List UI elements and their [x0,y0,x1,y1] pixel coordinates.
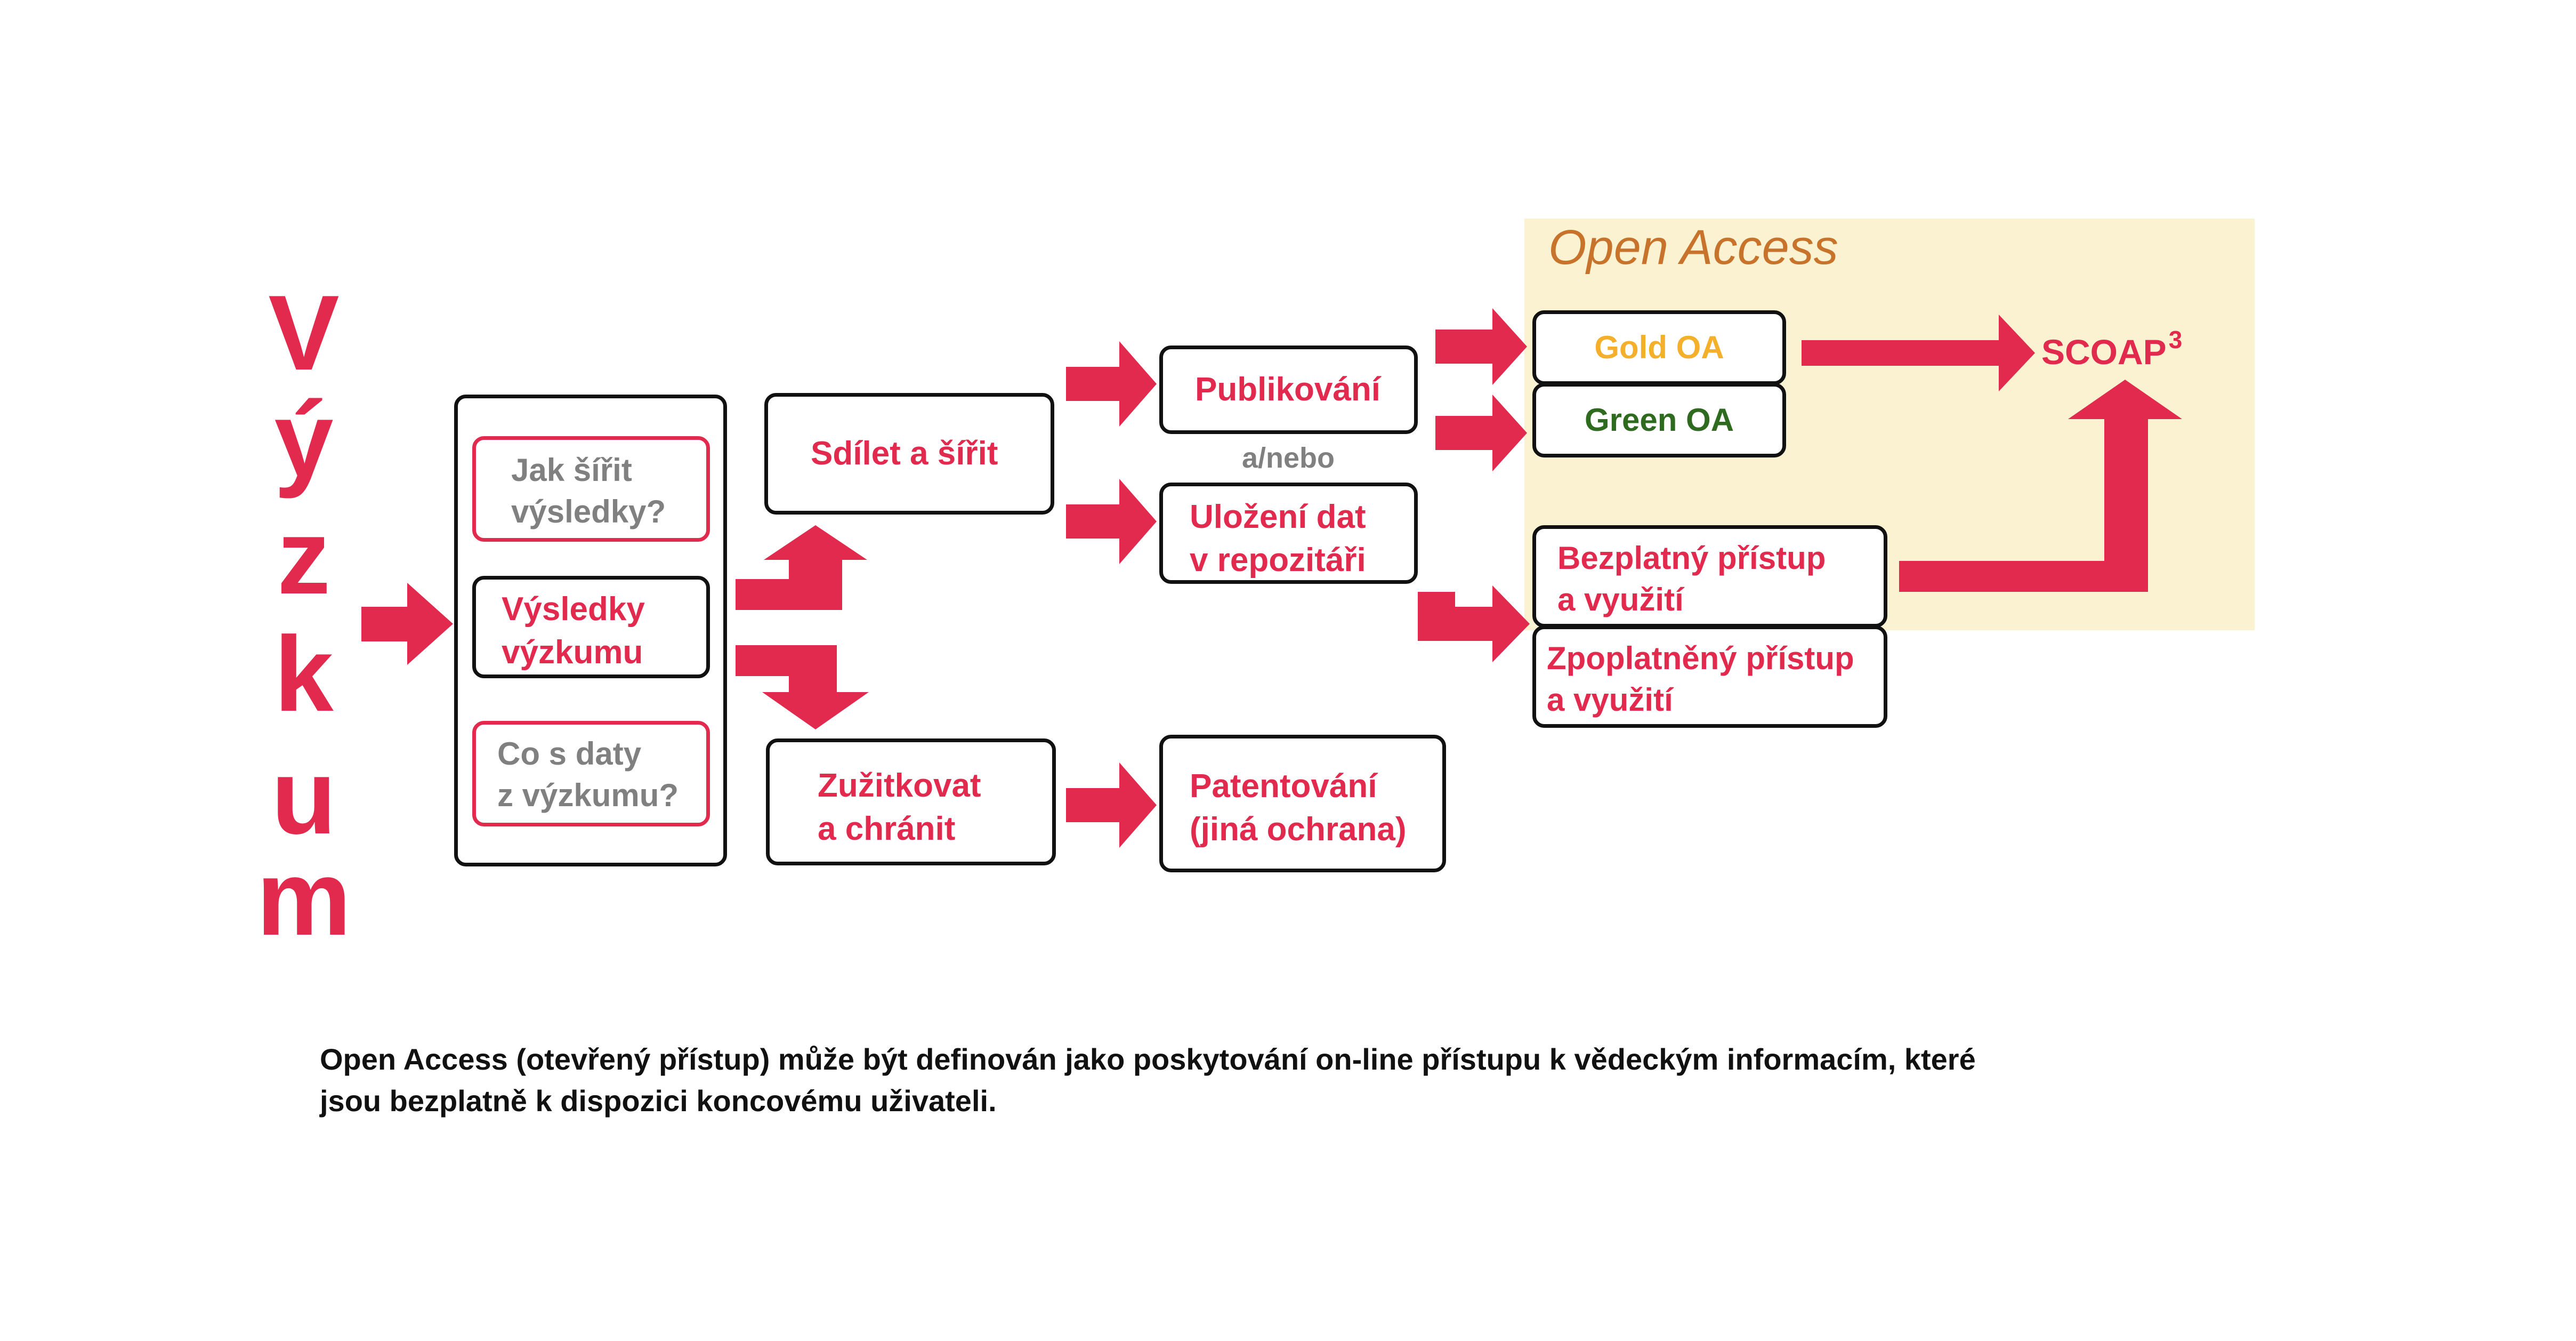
footnote: Open Access (otevřený přístup) může být … [320,1039,2292,1122]
free-access-box: Bezplatný přístup a využití [1532,525,1887,628]
patent-line: (jiná ochrana) [1190,810,1407,848]
arrow-free-access-to-scoap [1899,380,2182,592]
arrow-gold-to-scoap [1802,315,2035,391]
free-access-line: a využití [1557,582,1684,617]
question-data-line: Co s daty [497,736,642,772]
scoap-superscript: 3 [2168,326,2183,354]
arrow-share-to-publish [1066,341,1157,427]
repository-box: Uložení dat v repozitáři [1159,483,1418,584]
question-research-data: Co s daty z výzkumu? [472,721,710,826]
open-access-title: Open Access [1548,220,1838,275]
scoap3-label: SCOAP3 [2041,325,2182,372]
patent-box: Patentování (jiná ochrana) [1159,735,1446,872]
paid-access-line: a využití [1547,682,1673,718]
research-letter: z [277,497,330,616]
arrow-publish-to-gold [1435,308,1527,385]
green-oa-label: Green OA [1584,402,1734,438]
arrow-publish-to-green [1435,395,1527,471]
share-box: Sdílet a šířit [764,393,1054,515]
arrow-results-to-share [736,525,867,610]
publish-label: Publikování [1195,371,1380,408]
gold-oa-box: Gold OA [1532,310,1786,385]
publish-box: Publikování [1159,346,1418,434]
paid-access-line: Zpoplatněný přístup [1547,640,1854,676]
arrow-results-to-exploit [736,645,869,729]
research-letter: m [256,839,351,958]
research-results: Výsledky výzkumu [472,576,710,678]
arrow-share-to-repository [1066,479,1157,564]
arrow-exploit-to-patent [1066,762,1157,848]
question-data-line: z výzkumu? [497,777,679,813]
free-access-line: Bezplatný přístup [1557,540,1826,576]
exploit-line: Zužitkovat [818,767,981,804]
question-share-line: výsledky? [511,494,666,529]
exploit-box: Zužitkovat a chránit [766,738,1056,865]
footnote-line: jsou bezplatně k dispozici koncovému uži… [320,1084,997,1118]
question-share-results: Jak šířit výsledky? [472,436,710,542]
green-oa-box: Green OA [1532,383,1786,457]
footnote-line: Open Access (otevřený přístup) může být … [320,1042,1976,1076]
arrow-research-to-results [361,583,453,665]
arrow-repository-to-access [1418,585,1530,662]
gold-oa-label: Gold OA [1594,330,1724,365]
scoap-text: SCOAP [2041,332,2167,372]
research-letter: V [268,274,340,392]
patent-line: Patentování [1190,768,1377,805]
and-or-label: a/nebo [1242,442,1335,474]
share-label: Sdílet a šířit [811,435,998,472]
research-letter: k [274,615,334,734]
research-word: V ý z k u m [251,272,357,958]
repository-line: Uložení dat [1190,499,1366,535]
research-letter: ý [274,380,334,499]
research-results-line: Výsledky [502,591,645,628]
exploit-line: a chránit [818,810,956,847]
question-share-line: Jak šířit [511,452,632,488]
repository-line: v repozitáři [1190,541,1366,579]
paid-access-box: Zpoplatněný přístup a využití [1532,625,1887,728]
research-letter: u [271,737,337,856]
research-results-line: výzkumu [502,633,643,671]
